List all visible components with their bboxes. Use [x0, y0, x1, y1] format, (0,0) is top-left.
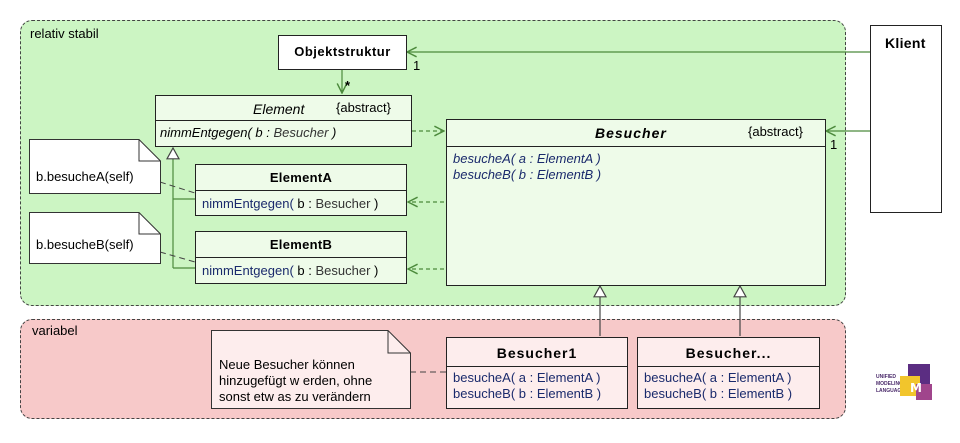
elementA-op-sep: : [304, 196, 316, 211]
elementB-name: ElementB [269, 237, 333, 252]
note-new-visitors-shape [211, 330, 411, 409]
elementA-op-param: b [297, 196, 305, 211]
note-besucheB-text: b.besucheB(self) [36, 237, 134, 252]
elementB-class[interactable]: ElementB nimmEntgegen( b : Besucher ) [195, 231, 407, 284]
note-new-visitors-line2: hinzugefügt w erden, ohne [219, 373, 373, 388]
element-op-type: Besucher [273, 125, 329, 140]
besucher-class[interactable]: Besucher {abstract} besucheA( a : Elemen… [446, 119, 826, 286]
elementB-op-sep: : [304, 263, 316, 278]
klient-class[interactable]: Klient [870, 25, 942, 213]
besucher-stereotype: {abstract} [748, 124, 803, 139]
element-stereotype: {abstract} [336, 100, 391, 115]
svg-text:M: M [910, 381, 922, 395]
besucher1-class[interactable]: Besucher1 besucheA( a : ElementA ) besuc… [446, 337, 628, 409]
uml-logo-mark: M [900, 364, 932, 400]
elementB-op-close: ) [370, 263, 379, 278]
elementA-operation: nimmEntgegen( b : Besucher ) [202, 196, 378, 211]
elementB-op-type: Besucher [315, 263, 371, 278]
multiplicity-obj-element: * [345, 78, 351, 93]
besucherN-divider [638, 366, 819, 367]
noteA-anchor [159, 181, 196, 194]
elementA-op-type: Besucher [315, 196, 371, 211]
objektstruktur-class[interactable]: Objektstruktur [278, 35, 407, 70]
element-op-param: b [255, 125, 263, 140]
uml-logo: UNIFIED MODELING LANGUAGE M [870, 362, 942, 406]
elementA-divider [196, 190, 406, 191]
element-operation: nimmEntgegen( b : Besucher ) [160, 125, 336, 140]
element-op-sep: : [262, 125, 274, 140]
multiplicity-obj-klient: 1 [413, 58, 421, 73]
note-besucheA-shape [29, 139, 161, 194]
elementA-class[interactable]: ElementA nimmEntgegen( b : Besucher ) [195, 164, 407, 216]
note-besucheB: b.besucheB(self) [29, 212, 161, 264]
uml-logo-line1: UNIFIED [876, 374, 896, 380]
multiplicity-besucher-klient: 1 [830, 137, 838, 152]
elementB-op-name: nimmEntgegen( [202, 263, 294, 278]
elementB-divider [196, 257, 406, 258]
besucher1-divider [447, 366, 627, 367]
besucher-name: Besucher [595, 125, 667, 141]
note-new-visitors: Neue Besucher können hinzugefügt w erden… [211, 330, 411, 409]
element-divider [156, 120, 411, 121]
besucher-op-besucheB: besucheB( b : ElementB ) [453, 167, 602, 182]
elementA-op-name: nimmEntgegen( [202, 196, 294, 211]
note-besucheA-text: b.besucheA(self) [36, 169, 134, 184]
elementB-operation: nimmEntgegen( b : Besucher ) [202, 263, 378, 278]
besucher-op-besucheA: besucheA( a : ElementA ) [453, 151, 601, 166]
note-besucheB-shape [29, 212, 161, 264]
uml-logo-line2: MODELING [876, 381, 903, 387]
element-op-close: ) [328, 125, 337, 140]
elementA-op-close: ) [370, 196, 379, 211]
element-op-name: nimmEntgegen( [160, 125, 252, 140]
uml-logo-line3: LANGUAGE [876, 388, 905, 394]
besucherN-class[interactable]: Besucher... besucheA( a : ElementA ) bes… [637, 337, 820, 409]
besucher-divider [447, 146, 825, 147]
besucherN-op-besucheA: besucheA( a : ElementA ) [644, 370, 792, 385]
note-besucheA: b.besucheA(self) [29, 139, 161, 194]
besucher1-op-besucheB: besucheB( b : ElementB ) [453, 386, 602, 401]
note-new-visitors-line1: Neue Besucher können [219, 357, 355, 372]
besucher1-name: Besucher1 [496, 345, 578, 361]
element-name: Element [253, 101, 305, 117]
note-new-visitors-line3: sonst etw as zu verändern [219, 389, 371, 404]
besucher1-op-besucheA: besucheA( a : ElementA ) [453, 370, 601, 385]
besucherN-name: Besucher... [685, 345, 772, 361]
stable-region-label: relativ stabil [30, 26, 99, 41]
variable-region-label: variabel [32, 323, 78, 338]
objektstruktur-name: Objektstruktur [294, 44, 391, 59]
elementB-op-param: b [297, 263, 305, 278]
klient-name: Klient [885, 35, 926, 51]
noteB-anchor [159, 251, 196, 263]
element-class[interactable]: Element {abstract} nimmEntgegen( b : Bes… [155, 95, 412, 147]
elementA-name: ElementA [269, 170, 333, 185]
besucherN-op-besucheB: besucheB( b : ElementB ) [644, 386, 793, 401]
